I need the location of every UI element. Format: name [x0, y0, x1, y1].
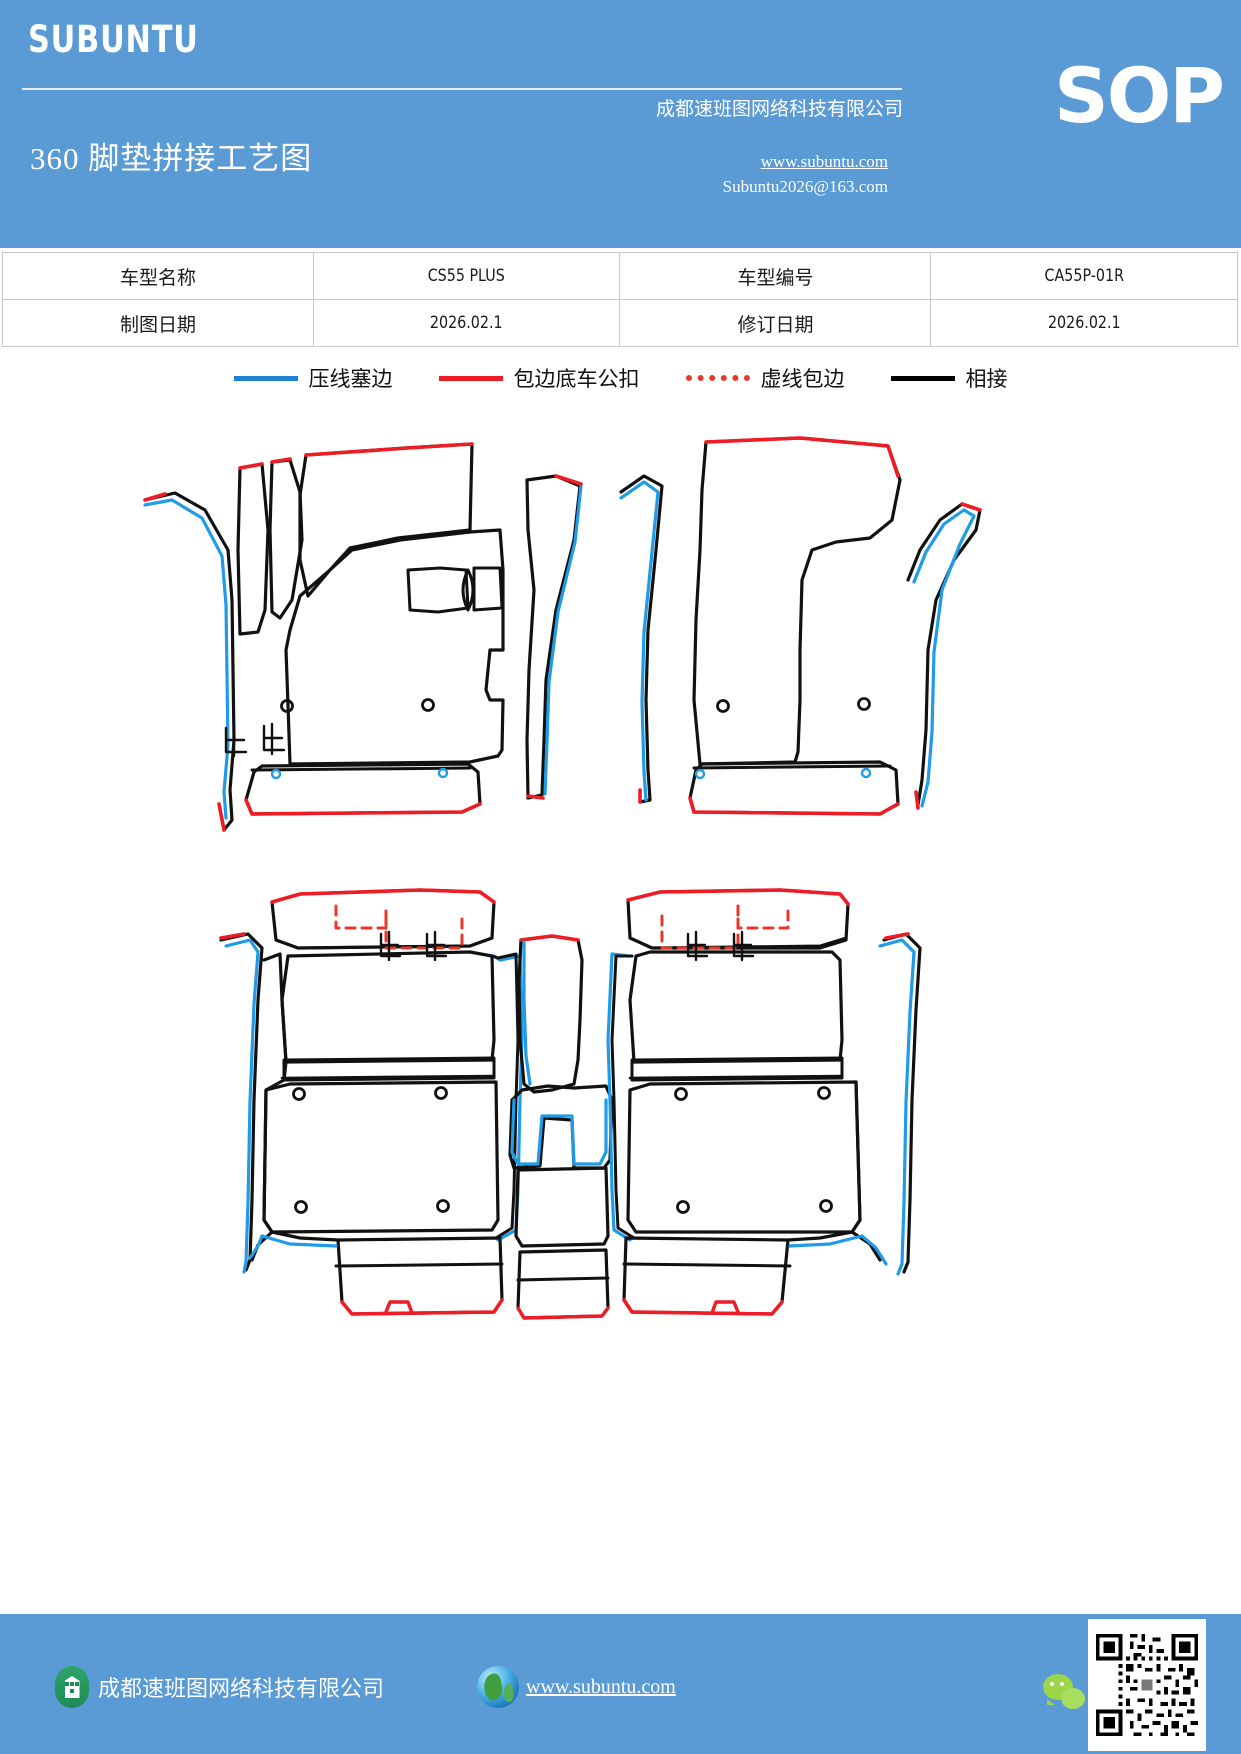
revision-date-label: 修订日期 — [619, 299, 932, 347]
model-code-value: CA55P-01R — [955, 252, 1214, 300]
legend-item-joint: 相接 — [890, 363, 1008, 393]
legend-swatch-red-dashed — [685, 375, 750, 381]
header-website-link[interactable]: www.subuntu.com — [760, 152, 888, 171]
page-title: 360 脚垫拼接工艺图 — [30, 141, 313, 176]
dashed-binding-marks — [660, 904, 790, 950]
footer-company-label: 成都速班图网络科技有限公司 — [98, 1676, 385, 1701]
header-divider — [22, 88, 902, 90]
front-center-tunnel-strip — [525, 474, 583, 800]
draw-date-label: 制图日期 — [2, 299, 314, 347]
header-company-name: 成都速班图网络科技有限公司 — [655, 99, 903, 120]
rear-right-mat-group — [606, 888, 922, 1316]
legend-swatch-red — [438, 375, 503, 381]
sop-badge: SOP — [1053, 51, 1225, 140]
legend-item-edge-binding-buckle: 包边底车公扣 — [438, 363, 640, 393]
stopper-mark — [224, 722, 286, 758]
table-row: 车型名称 CS55 PLUS 车型编号 CA55P-01R — [2, 252, 1238, 300]
stopper-mark — [686, 930, 755, 962]
header-email[interactable]: Subuntu2026@163.com — [722, 177, 888, 196]
footer-company: 成都速班图网络科技有限公司 — [55, 1666, 384, 1708]
table-row: 制图日期 2026.02.1 修订日期 2026.02.1 — [2, 299, 1238, 347]
legend-swatch-black — [890, 375, 955, 381]
rear-left-mat-group — [219, 888, 524, 1316]
legend-label: 虚线包边 — [760, 367, 845, 391]
stopper-mark — [379, 930, 448, 962]
revision-date-value: 2026.02.1 — [955, 299, 1214, 347]
legend-label: 压线塞边 — [308, 367, 393, 391]
front-left-mat-group — [143, 442, 505, 832]
model-name-value: CS55 PLUS — [337, 252, 596, 300]
brand-logo: SUBUNTU — [28, 18, 199, 61]
wechat-icon — [1043, 1674, 1091, 1714]
legend-swatch-blue — [233, 375, 298, 381]
legend-item-dashed-binding: 虚线包边 — [685, 363, 845, 393]
legend: 压线塞边 包边底车公扣 虚线包边 相接 — [0, 355, 1241, 401]
model-name-label: 车型名称 — [2, 252, 314, 300]
legend-label: 相接 — [965, 367, 1008, 391]
page-footer: 成都速班图网络科技有限公司 www.subuntu.com — [0, 1614, 1241, 1754]
page-header: SUBUNTU 360 脚垫拼接工艺图 成都速班图网络科技有限公司 www.su… — [0, 0, 1241, 248]
floor-mat-technical-drawing — [0, 400, 1241, 1590]
draw-date-value: 2026.02.1 — [337, 299, 596, 347]
dashed-binding-marks — [334, 904, 464, 950]
legend-label: 包边底车公扣 — [513, 367, 640, 391]
footer-website-label[interactable]: www.subuntu.com — [526, 1675, 676, 1698]
footer-website[interactable]: www.subuntu.com — [477, 1666, 676, 1708]
front-right-mat-group — [619, 436, 982, 816]
globe-icon — [477, 1666, 519, 1708]
vehicle-info-table: 车型名称 CS55 PLUS 车型编号 CA55P-01R 制图日期 2026.… — [2, 252, 1238, 347]
rear-center-tunnel-mat — [508, 934, 614, 1320]
building-icon — [55, 1666, 89, 1708]
qr-code — [1088, 1619, 1206, 1751]
model-code-label: 车型编号 — [619, 252, 932, 300]
legend-item-press-line: 压线塞边 — [233, 363, 393, 393]
